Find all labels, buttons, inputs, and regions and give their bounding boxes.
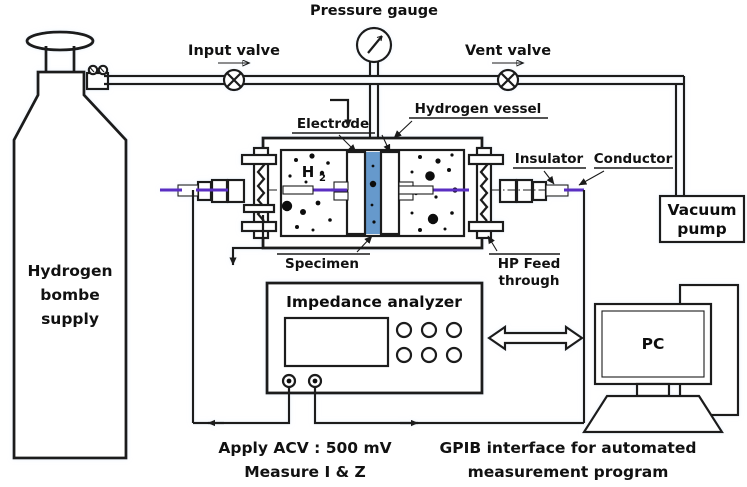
vacuum-pump-label-line1: Vacuum — [667, 201, 736, 219]
cylinder-label-line1: Hydrogen — [27, 262, 112, 280]
cylinder-label-line3: supply — [41, 310, 99, 328]
wire-left-to-specimen — [193, 387, 291, 425]
specimen-strip — [366, 152, 380, 234]
feedthrough-left-flange-bottom — [240, 220, 278, 233]
hydrogen-cylinder — [12, 30, 128, 460]
gas-particles-left — [281, 153, 334, 232]
input-valve-label: Input valve — [188, 43, 280, 59]
analyzer-wiring — [191, 190, 586, 427]
conductor-rod-right — [398, 185, 434, 195]
electrode-leader — [338, 134, 357, 153]
cylinder-valve-block[interactable] — [85, 71, 110, 91]
vent-valve-label: Vent valve — [465, 43, 551, 59]
pc-monitor-base — [581, 394, 725, 434]
gas-species-label: H — [302, 163, 315, 181]
pc-monitor-stand-neck — [635, 382, 671, 398]
conductor-label: Conductor — [594, 151, 673, 167]
exhaust-down-arrow — [229, 246, 263, 266]
insulator-leader — [543, 170, 555, 185]
hp-feedthrough-right — [467, 146, 569, 240]
analyzer-title: Impedance analyzer — [286, 293, 462, 311]
wire-right-to-specimen — [313, 387, 584, 425]
pc-label: PC — [642, 335, 665, 353]
hp-feedthrough-label-line2: through — [499, 273, 560, 289]
cylinder-valve-knob-ticks — [89, 67, 105, 73]
analyzer-knob-5[interactable] — [420, 346, 438, 364]
gas-species-subscript: 2 — [319, 173, 326, 184]
apply-acv-caption: Apply ACV : 500 mV — [218, 439, 391, 457]
hydrogen-vessel-leader — [393, 120, 413, 139]
vent-valve[interactable] — [492, 63, 523, 92]
bnc-terminal-pin — [286, 378, 292, 384]
gpib-caption-line2: measurement program — [468, 463, 669, 481]
hp-feedthrough-leader — [487, 235, 498, 252]
feedthrough-right-body — [475, 146, 493, 240]
gauge-needle — [367, 35, 383, 54]
bnc-terminal-pin — [312, 378, 318, 384]
electrode-right — [379, 150, 401, 236]
analyzer-knob-2[interactable] — [420, 321, 438, 339]
cylinder-label-line2: bombe — [40, 286, 100, 304]
analyzer-knob-4[interactable] — [395, 346, 413, 364]
conductor-rod-left — [282, 185, 314, 195]
feedthrough-right-nut-3 — [531, 180, 548, 202]
gas-piping — [104, 60, 686, 196]
analyzer-display — [283, 316, 390, 368]
conductor-signal-line — [160, 185, 584, 195]
handwheel-icon — [25, 30, 95, 52]
cylinder-valve-knob-2[interactable] — [97, 64, 109, 76]
measure-iz-caption: Measure I & Z — [244, 463, 366, 481]
gpib-arrow — [487, 324, 584, 352]
exhaust-line — [229, 215, 265, 266]
cylinder-body — [12, 70, 128, 460]
electrode-label: Electrode — [297, 116, 369, 132]
analyzer-terminal-1[interactable] — [281, 373, 297, 389]
double-arrow-icon — [487, 324, 584, 352]
feedthrough-right-thread — [479, 157, 489, 222]
feedthrough-left-flange-top — [240, 153, 278, 166]
pressure-gauge — [355, 26, 393, 64]
impedance-analyzer: Impedance analyzer — [265, 281, 484, 395]
insulator-label: Insulator — [515, 151, 584, 167]
analyzer-terminal-2[interactable] — [307, 373, 323, 389]
electrode-left — [345, 150, 367, 236]
gas-inlet-arrow — [330, 98, 352, 128]
gauge-needle-tip — [376, 35, 383, 42]
feedthrough-left-nut-1 — [226, 178, 246, 204]
specimen-leader — [356, 235, 373, 253]
feedthrough-left-body — [252, 146, 270, 240]
analyzer-knob-1[interactable] — [395, 321, 413, 339]
feedthrough-right-flange-top — [467, 153, 505, 166]
feedthrough-right-nut-1 — [498, 178, 518, 204]
analyzer-knob-6[interactable] — [445, 346, 463, 364]
pressure-gauge-label: Pressure gauge — [310, 3, 438, 19]
feedthrough-right-nut-2 — [515, 178, 534, 204]
conductor-leader — [578, 170, 605, 186]
cylinder-valve-knob-1[interactable] — [87, 64, 99, 76]
gpib-caption-line1: GPIB interface for automated — [440, 439, 697, 457]
cylinder-neck — [44, 46, 76, 72]
vacuum-pump: Vacuum pump — [658, 194, 746, 244]
input-valve[interactable] — [218, 63, 249, 92]
specimen-label: Specimen — [285, 256, 359, 272]
feedthrough-left-clamp — [242, 203, 276, 214]
vacuum-pump-label-line2: pump — [677, 220, 726, 238]
hydrogen-vessel-label: Hydrogen vessel — [415, 101, 542, 117]
vacuum-pump-box — [658, 194, 746, 244]
electrode-leader-2 — [381, 134, 391, 153]
pc-workstation: PC — [581, 283, 740, 434]
hp-feedthrough-label-line1: HP Feed — [498, 256, 561, 272]
vent-valve-cross — [500, 72, 516, 88]
pc-monitor-screen — [601, 310, 705, 378]
analyzer-knob-3[interactable] — [445, 321, 463, 339]
feedthrough-right-flange-bottom — [467, 220, 505, 233]
input-valve-cross — [226, 72, 242, 88]
